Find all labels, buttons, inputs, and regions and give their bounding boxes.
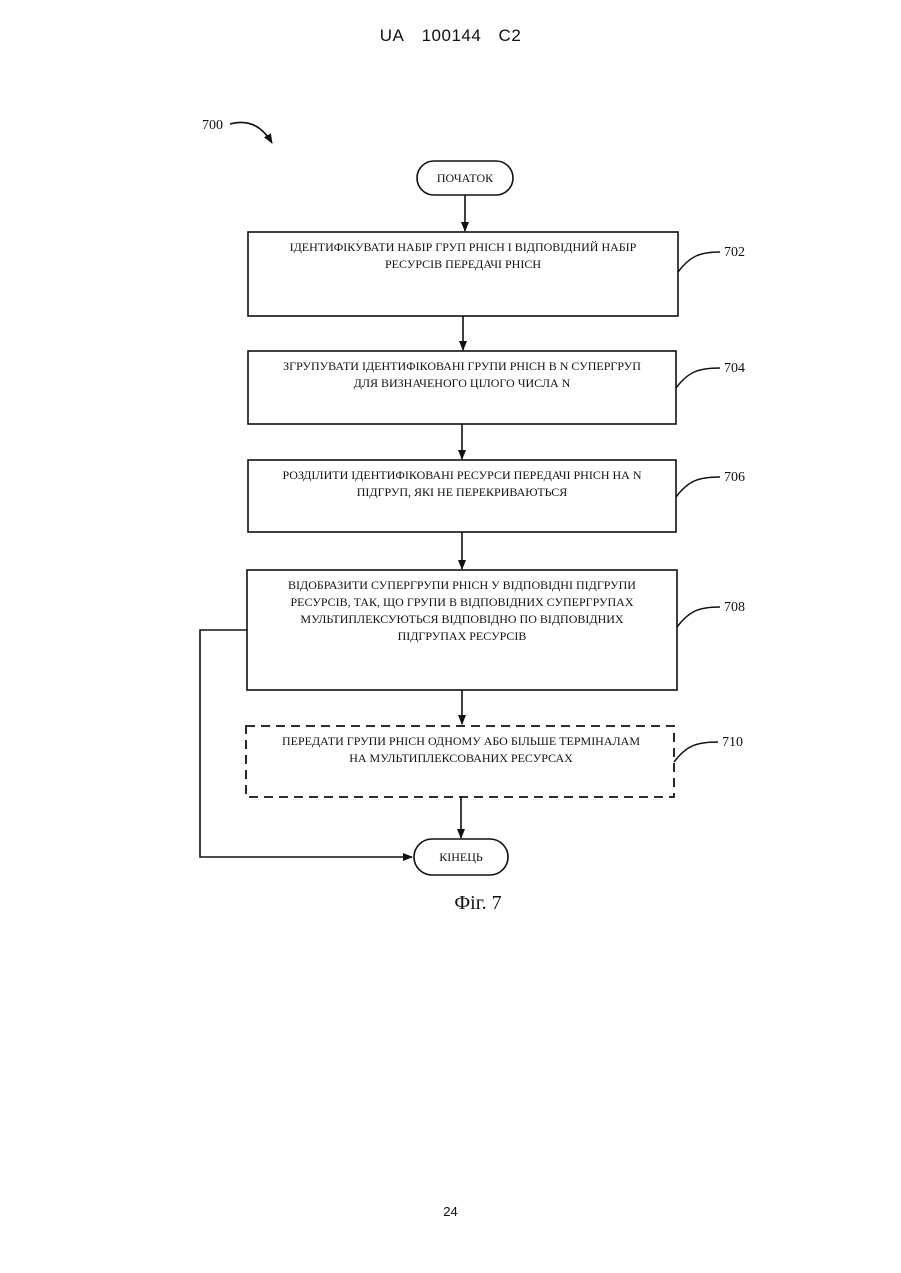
step-708-line-2: РЕСУРСІВ, ТАК, ЩО ГРУПИ В ВІДПОВІДНИХ СУ… [290,595,633,609]
step-708-ref-leader [677,607,720,627]
step-708-ref: 708 [724,600,745,615]
step-704-ref: 704 [724,361,745,376]
step-box-704: ЗГРУПУВАТИ ІДЕНТИФІКОВАНІ ГРУПИ PHICH В … [248,351,676,424]
end-label: КІНЕЦЬ [439,850,483,864]
step-708-line-1: ВІДОБРАЗИТИ СУПЕРГРУПИ PHICH У ВІДПОВІДН… [288,578,636,592]
step-710-line-1: ПЕРЕДАТИ ГРУПИ PHICH ОДНОМУ АБО БІЛЬШЕ Т… [282,734,640,748]
start-label: ПОЧАТОК [437,171,494,185]
step-708-line-3: МУЛЬТИПЛЕКСУЮТЬСЯ ВІДПОВІДНО ПО ВІДПОВІД… [300,612,623,626]
step-706-ref-leader [676,477,720,497]
end-terminal: КІНЕЦЬ [414,839,508,875]
step-box-702: ІДЕНТИФІКУВАТИ НАБІР ГРУП PHICH І ВІДПОВ… [248,232,678,316]
page-number: 24 [0,1204,901,1219]
step-704-line-1: ЗГРУПУВАТИ ІДЕНТИФІКОВАНІ ГРУПИ PHICH В … [283,359,641,373]
figure-ref-label: 700 [202,118,223,133]
step-702-ref-leader [678,252,720,272]
step-704-line-2: ДЛЯ ВИЗНАЧЕНОГО ЦІЛОГО ЧИСЛА N [354,376,571,390]
step-704-ref-leader [676,368,720,388]
figure-caption: Фіг. 7 [454,892,501,914]
step-702-ref: 702 [724,245,745,260]
figure-ref-arrow [230,122,272,143]
step-box-710: ПЕРЕДАТИ ГРУПИ PHICH ОДНОМУ АБО БІЛЬШЕ Т… [246,726,674,797]
step-702-line-2: РЕСУРСІВ ПЕРЕДАЧІ PHICH [385,257,541,271]
step-710-line-2: НА МУЛЬТИПЛЕКСОВАНИХ РЕСУРСАХ [349,751,573,765]
step-708-line-4: ПІДГРУПАХ РЕСУРСІВ [398,629,527,643]
step-702-line-1: ІДЕНТИФІКУВАТИ НАБІР ГРУП PHICH І ВІДПОВ… [290,240,637,254]
step-box-706: РОЗДІЛИТИ ІДЕНТИФІКОВАНІ РЕСУРСИ ПЕРЕДАЧ… [248,460,676,532]
step-706-line-2: ПІДГРУП, ЯКІ НЕ ПЕРЕКРИВАЮТЬСЯ [357,485,568,499]
step-710-ref: 710 [722,735,743,750]
step-710-ref-leader [674,742,718,762]
step-706-line-1: РОЗДІЛИТИ ІДЕНТИФІКОВАНІ РЕСУРСИ ПЕРЕДАЧ… [282,468,641,482]
step-706-ref: 706 [724,470,745,485]
start-terminal: ПОЧАТОК [417,161,513,195]
step-box-708: ВІДОБРАЗИТИ СУПЕРГРУПИ PHICH У ВІДПОВІДН… [247,570,677,690]
